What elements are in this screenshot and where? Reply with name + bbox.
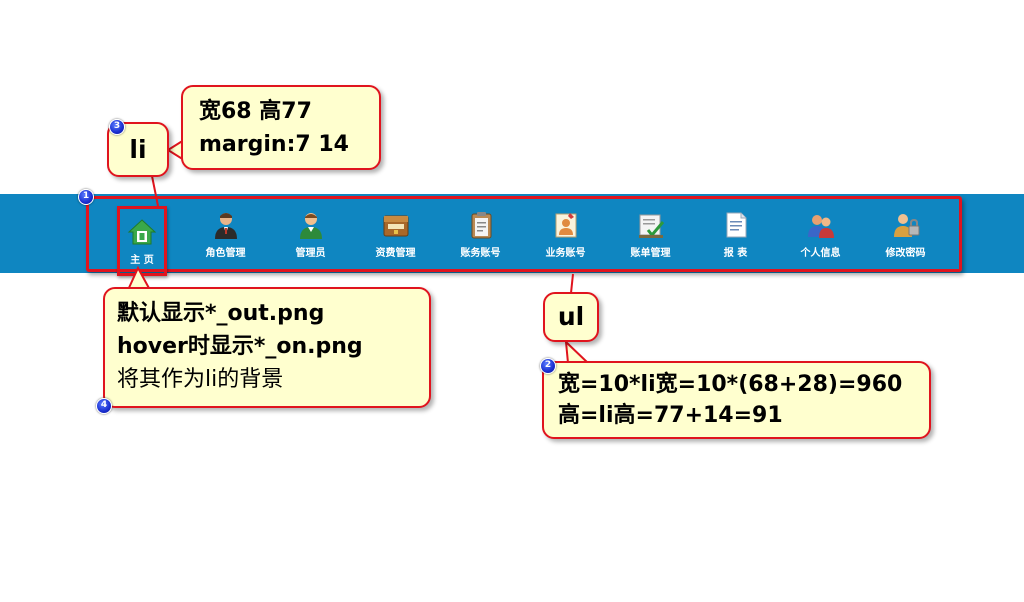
nav-label-password: 修改密码 [885, 247, 926, 259]
nav-ul: 主 页 角色管理 管理员 资费管理 [86, 196, 962, 276]
background-hover-line: hover时显示*_on.png [117, 334, 363, 359]
personal-info-icon [807, 214, 834, 238]
nav-label-admin: 管理员 [295, 247, 326, 259]
nav-item-report[interactable]: 报 表 [693, 199, 778, 269]
badge-two: 2 [540, 358, 556, 374]
badge-one: 1 [78, 189, 94, 205]
background-usage-line: 将其作为li的背景 [117, 367, 284, 392]
nav-label-fee: 资费管理 [375, 247, 416, 259]
nav-label-business: 业务账号 [545, 247, 586, 259]
nav-label-account: 账务账号 [460, 247, 501, 259]
ul-width-formula: 宽=10*li宽=10*(68+28)=960 [558, 372, 903, 397]
nav-label-report: 报 表 [723, 247, 748, 259]
nav-label-home: 主 页 [130, 254, 154, 266]
password-lock-icon [893, 213, 919, 237]
nav-item-account[interactable]: 账务账号 [438, 199, 523, 269]
ul-label: ul [557, 302, 585, 331]
nav-item-business[interactable]: 业务账号 [523, 199, 608, 269]
nav-item-role[interactable]: 角色管理 [183, 199, 268, 269]
nav-label-bill: 账单管理 [630, 247, 671, 259]
role-user-icon [214, 212, 237, 239]
badge-four: 4 [96, 398, 112, 414]
background-default-line: 默认显示*_out.png [117, 301, 325, 326]
account-clipboard-icon [471, 211, 491, 238]
nav-item-personal[interactable]: 个人信息 [778, 199, 863, 269]
home-icon [127, 218, 157, 244]
li-label: li [129, 135, 147, 164]
badge-three: 3 [109, 119, 125, 135]
nav-item-bill[interactable]: 账单管理 [608, 199, 693, 269]
ul-label-callout: ul [543, 292, 599, 342]
ul-size-callout: 宽=10*li宽=10*(68+28)=960 高=li高=77+14=91 [542, 361, 931, 439]
nav-label-role: 角色管理 [205, 247, 246, 259]
nav-item-fee[interactable]: 资费管理 [353, 199, 438, 269]
bill-check-icon [638, 214, 664, 238]
nav-item-admin[interactable]: 管理员 [268, 199, 353, 269]
business-account-icon [555, 212, 576, 237]
ul-size-pointer [564, 339, 591, 364]
report-document-icon [726, 212, 746, 237]
li-dimension-size: 宽68 高77 [199, 99, 312, 124]
li-dimension-callout: 宽68 高77 margin:7 14 [181, 85, 381, 170]
background-callout: 默认显示*_out.png hover时显示*_on.png 将其作为li的背景 [103, 287, 431, 408]
fee-chest-icon [383, 215, 408, 236]
li-dimension-margin: margin:7 14 [199, 132, 349, 157]
nav-item-home[interactable]: 主 页 [117, 206, 167, 276]
nav-label-personal: 个人信息 [800, 247, 841, 259]
nav-band [0, 194, 1024, 273]
ul-leader-line [570, 273, 574, 294]
nav-item-password[interactable]: 修改密码 [863, 199, 948, 269]
ul-height-formula: 高=li高=77+14=91 [558, 403, 783, 428]
admin-user-icon [299, 212, 322, 239]
